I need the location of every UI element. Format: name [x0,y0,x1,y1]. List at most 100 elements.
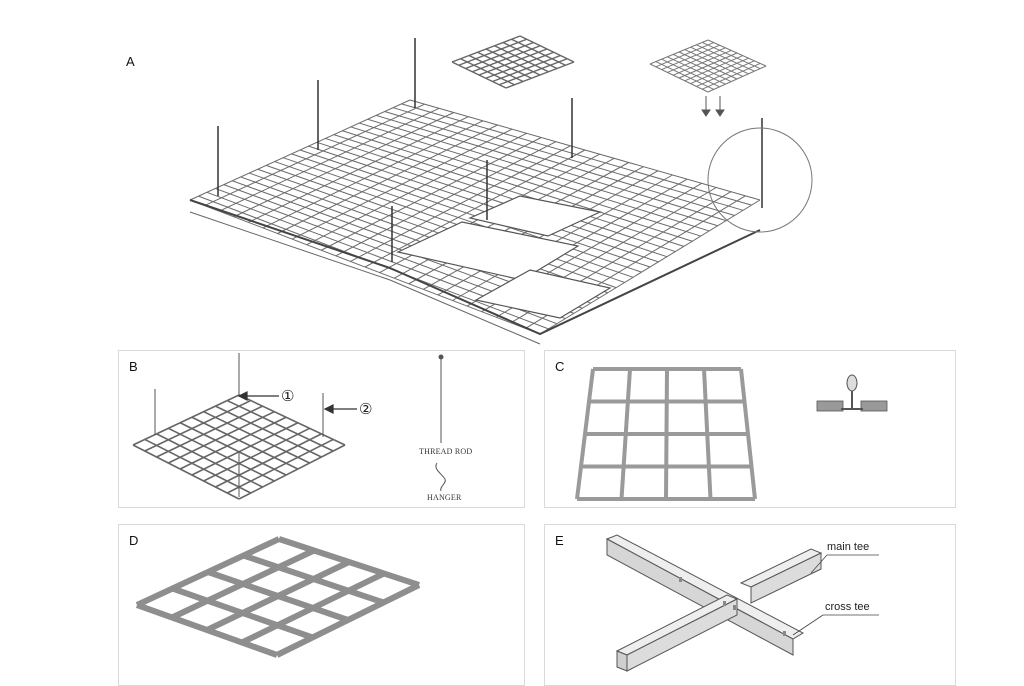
grid-line [335,141,557,257]
marker-1: ① [281,387,295,405]
ceiling-front-edge [189,199,761,336]
cross-tee-lower-side [616,650,628,672]
ceiling-opening-small [474,269,612,319]
grid-line [218,107,440,212]
panel-e: E main tee cross tee [544,524,956,686]
suspended-grid-illustration [132,353,446,500]
grid-line [233,112,454,218]
perspective-tee-grid [575,367,757,501]
ceiling-opening-upper [468,195,602,237]
grid-line [661,44,720,71]
grid-line [238,444,346,500]
grid-line [226,399,334,452]
grid-line [684,55,743,82]
grid-line [191,422,299,476]
grid-line [465,41,534,70]
panel-b: B ① ② THREAD ROD HANGER [118,350,525,508]
grid-line [135,536,281,608]
main-tee-beam-side [606,538,794,656]
grid-line [170,547,316,621]
detail-callout-circle [707,127,813,233]
grid-line [167,427,275,482]
grid-line [205,559,351,633]
panel-e-label: E [555,533,564,548]
grid-line [189,99,411,201]
panel-a-label: A [126,54,135,69]
thread-rod-detail [435,354,446,492]
grid-line [492,54,561,83]
grid-line [238,394,346,446]
grid-line [678,52,738,79]
grid-line [226,438,334,494]
grid-line [539,199,761,335]
tee-section-detail [816,374,888,412]
grid-line [458,38,527,66]
grid-line [203,410,311,464]
grid-line [472,45,541,73]
grid-line [505,61,575,89]
callout-arrows [237,391,357,414]
grid-line [499,58,568,86]
isometric-grid-illustration [135,536,421,658]
hanger-label: HANGER [427,493,462,502]
grid-line [277,124,498,234]
tee-intersection-illustration [605,534,879,672]
grid-line [248,116,469,223]
grid-line [452,174,673,301]
label-leaders [792,554,879,636]
grid-line [649,39,709,65]
thread-rod-label: THREAD ROD [419,447,473,456]
panel-a: A [126,35,813,345]
grid-line [179,422,287,476]
grid-line [167,410,275,464]
grid-line [203,427,311,482]
grid-line [696,60,755,87]
grid-line [262,120,484,229]
grid-line [204,103,425,207]
grid-line [156,405,263,458]
grid-line [690,57,749,85]
grid-line [364,149,586,268]
ceiling-opening-large [396,221,580,281]
grid-line [275,582,421,658]
panel-d: D [118,524,525,686]
grid-line [179,416,287,470]
grid-line [673,49,732,76]
grid-line [667,47,726,73]
grid-line [191,416,299,470]
panel-c-label: C [555,359,565,374]
grid-line [144,399,252,452]
main-tee-slots [679,577,786,636]
grid-line [215,405,322,458]
main-tee-label: main tee [827,541,870,553]
marker-2: ② [359,400,373,418]
grid-line [451,35,521,63]
suspension-wires [154,353,324,497]
grid-line [707,65,767,93]
panel-b-label: B [129,359,138,374]
grid-line [291,128,513,240]
hanger-rods [217,38,763,262]
grid-line [132,444,240,500]
grid-line [306,132,527,246]
cross-tee-label: cross tee [825,601,870,613]
panel-d-label: D [129,533,139,548]
grid-line [156,433,263,488]
grid-line [144,438,252,494]
grid-module-open [451,35,575,89]
grid-line [132,394,240,446]
grid-line [215,433,322,488]
grid-line [478,48,548,76]
grid-line [655,42,714,68]
ceiling-overview-illustration [189,35,813,345]
panel-c: C [544,350,956,508]
down-arrows [701,96,725,117]
grid-line [701,62,761,90]
grid-line [485,51,554,79]
grid-line [240,570,386,646]
grid-line [321,137,542,251]
grid-line [350,145,571,262]
diagonal-grid [132,394,346,500]
isometric-beam-grid [135,536,421,658]
tee-grid-illustration [575,367,888,501]
